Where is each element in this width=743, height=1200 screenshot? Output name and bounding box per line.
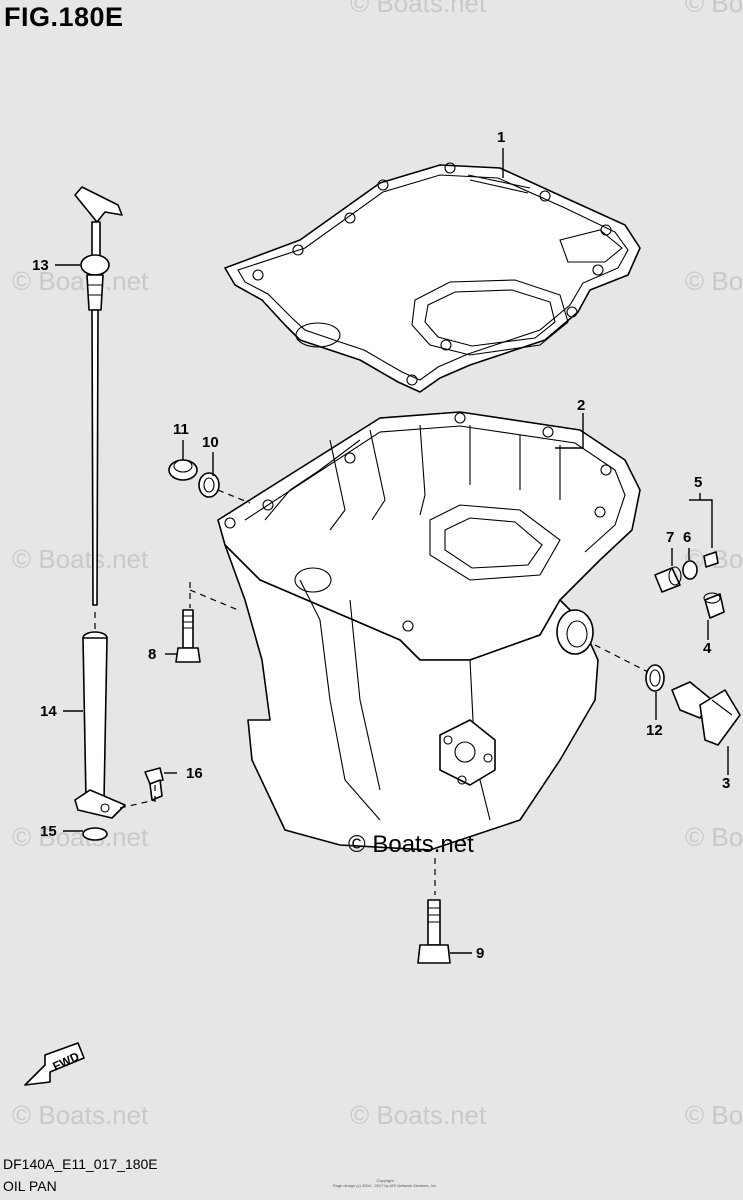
callout-5: 5 xyxy=(694,474,702,491)
gasket-part-1 xyxy=(224,162,641,393)
watermark-text: © Boats.net xyxy=(685,0,743,18)
watermark-text: © Boats.net xyxy=(12,544,149,574)
callout-16: 16 xyxy=(186,765,203,782)
callout-12: 12 xyxy=(646,722,663,739)
callout-3: 3 xyxy=(722,775,730,792)
copyright-notice: Copyright Page design (c) 2004 - 2017 by… xyxy=(320,1178,450,1188)
watermark-text: © Boats.net xyxy=(350,0,487,18)
copyright-line: Copyright xyxy=(376,1178,394,1183)
watermark-text: © Boats.net xyxy=(685,1100,743,1130)
cap-part-4 xyxy=(703,592,725,619)
watermark-text: © Boats.net xyxy=(350,1100,487,1130)
leader-lines xyxy=(55,148,729,954)
callout-10: 10 xyxy=(202,434,219,451)
fwd-arrow: FWD xyxy=(24,1042,85,1086)
callout-14: 14 xyxy=(40,703,57,720)
callout-7: 7 xyxy=(666,529,674,546)
drain-plug-part-3 xyxy=(671,681,741,746)
o-ring-part-6 xyxy=(682,560,698,580)
watermark-text: © Boats.net xyxy=(12,822,149,852)
copyright-line: Page design (c) 2004 - 2017 by ARI Netwo… xyxy=(332,1183,438,1188)
model-code: DF140A_E11_017_180E xyxy=(3,1156,158,1172)
o-ring-part-15 xyxy=(82,827,108,841)
bolt-part-16 xyxy=(144,767,164,801)
watermark-text: © Boats.net xyxy=(12,266,149,296)
callout-9: 9 xyxy=(476,945,484,962)
figure-title: FIG.180E xyxy=(4,2,124,32)
callout-4: 4 xyxy=(703,640,712,657)
bolt-part-9 xyxy=(417,899,451,964)
dipstick-part-13 xyxy=(74,186,123,606)
plug-part-11 xyxy=(168,459,198,481)
guide-tube-part-14 xyxy=(74,631,126,819)
callout-8: 8 xyxy=(148,646,156,663)
callout-11: 11 xyxy=(173,421,189,438)
center-watermark: © Boats.net xyxy=(348,831,474,858)
callout-2: 2 xyxy=(577,397,585,414)
washer-part-10 xyxy=(198,472,220,498)
callout-1: 1 xyxy=(497,129,505,146)
callouts: 1 2 3 4 5 6 7 8 9 10 11 12 13 14 15 16 xyxy=(32,129,730,962)
bolt-part-8 xyxy=(175,609,201,663)
gasket-ring-part-12 xyxy=(645,664,665,692)
section-name: OIL PAN xyxy=(3,1178,57,1194)
watermark-text: © Boats.net xyxy=(685,266,743,296)
callout-6: 6 xyxy=(683,529,691,546)
callout-15: 15 xyxy=(40,823,57,840)
oil-pan-part-2 xyxy=(217,411,641,851)
screw-part-5 xyxy=(703,551,719,568)
fitting-part-7 xyxy=(654,566,682,593)
watermark-text: © Boats.net xyxy=(12,1100,149,1130)
callout-13: 13 xyxy=(32,257,49,274)
watermark-text: © Boats.net xyxy=(685,822,743,852)
